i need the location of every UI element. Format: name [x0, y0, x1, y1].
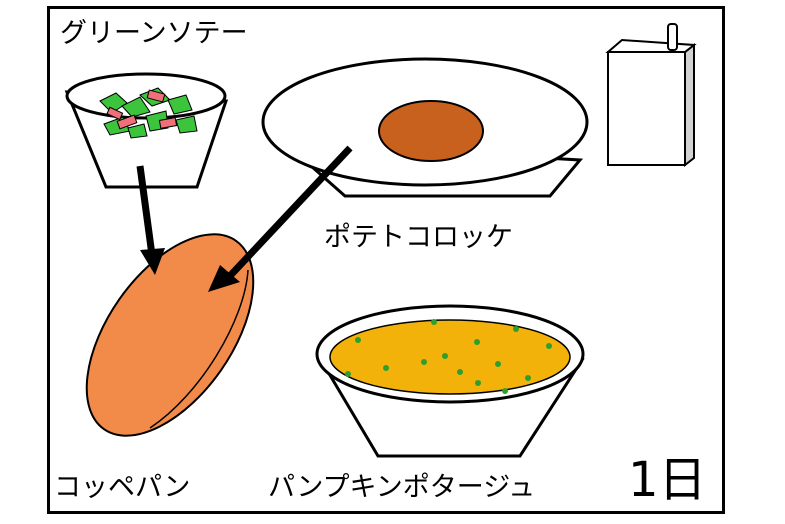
- bread-icon: [85, 233, 255, 437]
- straw-icon: [667, 23, 678, 51]
- label-pumpkin-potage: パンプキンポタージュ: [268, 472, 536, 503]
- salad-bowl-icon: [64, 72, 229, 189]
- label-potato-croquette: ポテトコロッケ: [324, 222, 513, 253]
- potage-surface: [329, 319, 571, 395]
- salad-greens: [99, 87, 198, 139]
- milk-carton-icon: [605, 23, 697, 168]
- croquette-icon: [378, 100, 484, 162]
- arrow-icon: [208, 145, 353, 292]
- label-day: 1日: [628, 452, 707, 508]
- arrow-icon: [136, 165, 165, 275]
- croquette-plate-icon: [261, 57, 589, 198]
- potage-garnish: [345, 319, 552, 394]
- soup-bowl-icon: [315, 304, 585, 458]
- label-green-saute: グリーンソテー: [60, 18, 248, 49]
- label-coppe-bread: コッペパン: [54, 472, 191, 503]
